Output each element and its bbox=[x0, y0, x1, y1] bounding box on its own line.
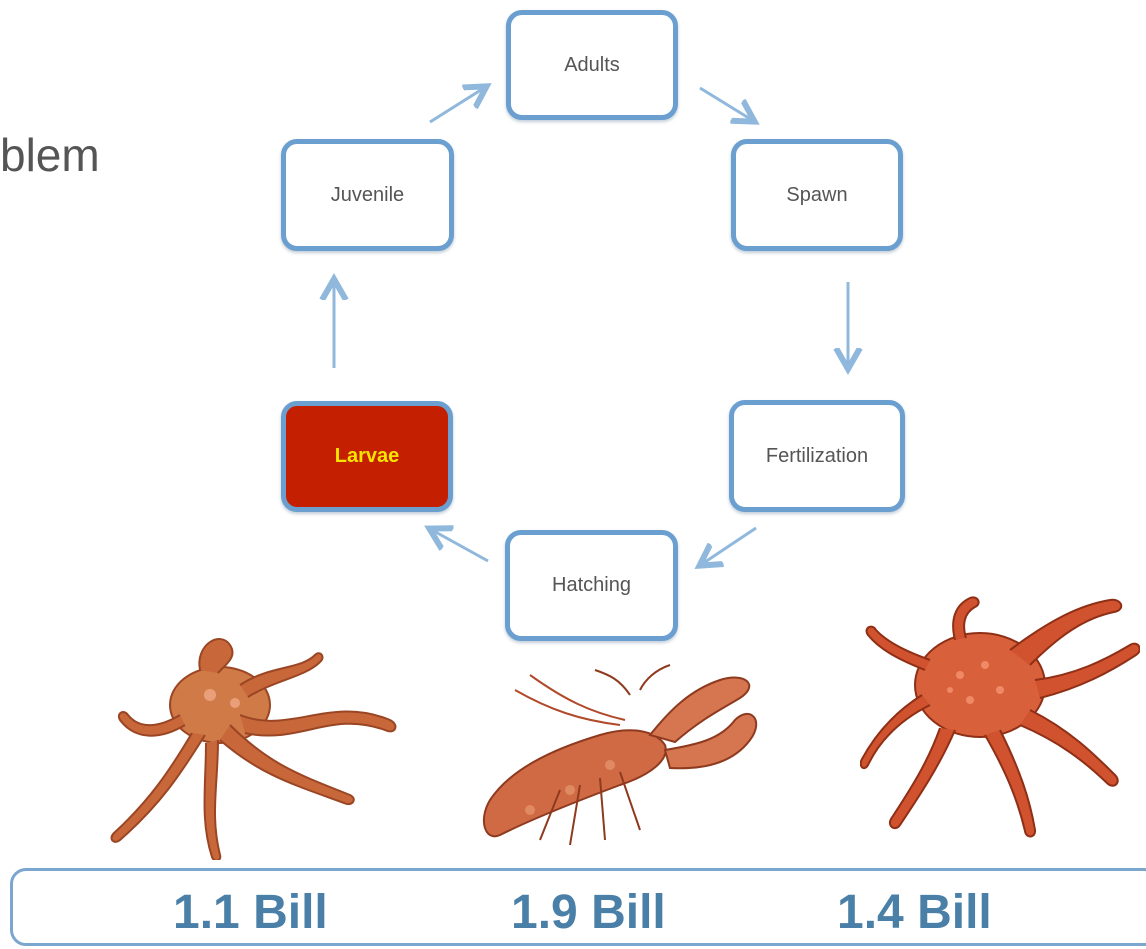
stat-value-king-crab: 1.4 Bill bbox=[837, 885, 992, 940]
arrow-juvenile-to-adults bbox=[430, 88, 484, 122]
king-crab-image bbox=[860, 590, 1140, 845]
arrow-fertilization-to-hatching bbox=[702, 528, 756, 564]
stats-bar: 1.1 Bill 1.9 Bill 1.4 Bill bbox=[10, 868, 1146, 946]
cycle-node-adults: Adults bbox=[506, 10, 678, 120]
octopus-image bbox=[100, 625, 410, 860]
cycle-node-fertilization: Fertilization bbox=[729, 400, 905, 512]
stat-value-lobster: 1.9 Bill bbox=[511, 885, 666, 940]
cycle-node-larvae: Larvae bbox=[281, 401, 453, 512]
cycle-node-hatching: Hatching bbox=[505, 530, 678, 641]
stat-value-octopus: 1.1 Bill bbox=[173, 885, 328, 940]
cycle-node-spawn: Spawn bbox=[731, 139, 903, 251]
arrow-adults-to-spawn bbox=[700, 88, 752, 120]
arrow-hatching-to-larvae bbox=[432, 530, 488, 561]
cycle-node-juvenile: Juvenile bbox=[281, 139, 454, 251]
lobster-image bbox=[470, 650, 770, 860]
